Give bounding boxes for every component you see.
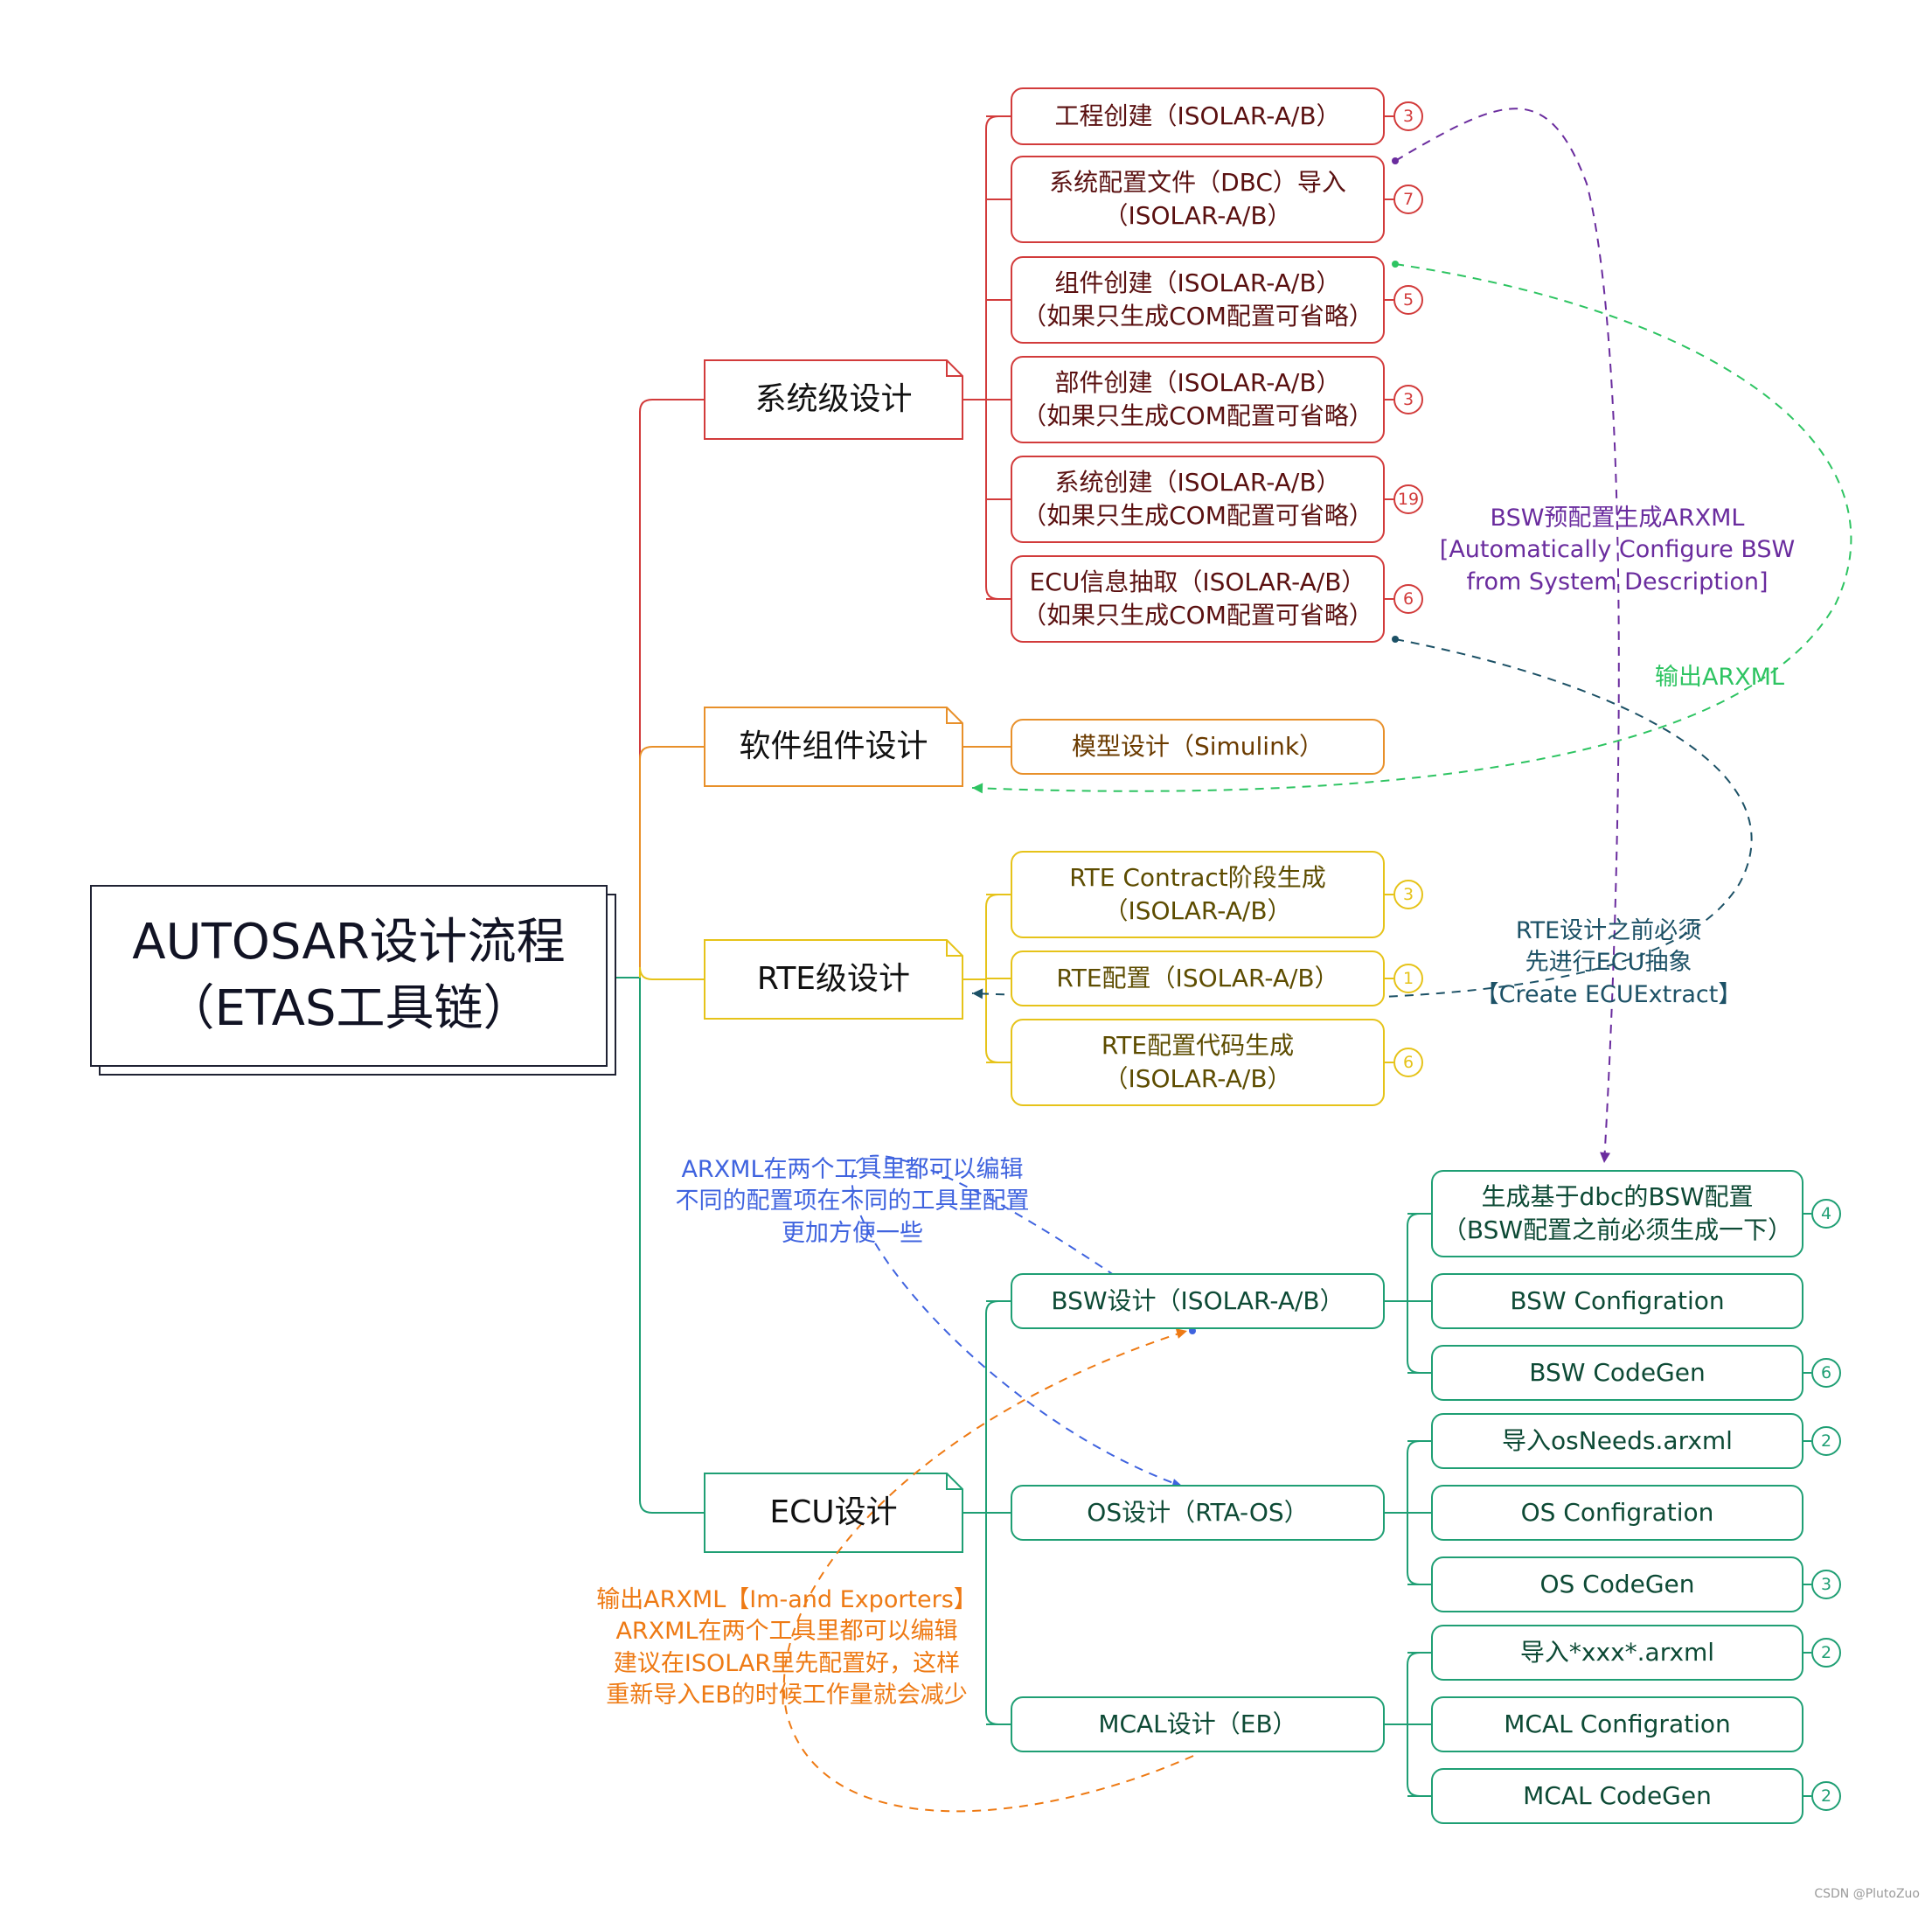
ecu-item-2-child-1[interactable]: MCAL Configration [1431,1696,1803,1752]
topic-software[interactable]: 软件组件设计 [705,707,963,786]
ecu-item-1-label: OS设计（RTA-OS） [1087,1498,1309,1528]
ecu-item-0[interactable]: BSW设计（ISOLAR-A/B） [1011,1273,1385,1329]
note-import-export: 输出ARXML【Im-and Exporters】 ARXML在两个工具里都可以… [596,1586,977,1710]
ecu-item-1-child-1[interactable]: OS Configration [1431,1485,1803,1541]
topic-software-outline [704,707,963,787]
topic-rte-outline [704,939,963,1020]
link-root-ecu [639,978,705,1514]
ecu-item-1-child-2[interactable]: OS CodeGen [1431,1556,1803,1612]
topic-ecu-fold [946,1473,963,1490]
ecu-item-1-child-1-label: OS Configration [1520,1498,1714,1528]
ecu-item-0-child-0-label: 生成基于dbc的BSW配置 （BSW配置之前必须生成一下） [1442,1182,1793,1244]
rte-item-0-label: RTE Contract阶段生成 （ISOLAR-A/B） [1069,863,1326,925]
ecu-item-2-child-0-badge[interactable]: 2 [1811,1638,1841,1668]
ecu-item-0-child-0-badge[interactable]: 4 [1811,1199,1841,1229]
rte-item-1[interactable]: RTE配置（ISOLAR-A/B） [1011,951,1385,1006]
ecu-item-0-child-0[interactable]: 生成基于dbc的BSW配置 （BSW配置之前必须生成一下） [1431,1170,1803,1257]
system-item-5-badge[interactable]: 6 [1393,584,1423,614]
system-item-4[interactable]: 系统创建（ISOLAR-A/B） （如果只生成COM配置可省略） [1011,456,1385,543]
rel-bsw-to-os [851,1154,1193,1487]
system-item-2-badge[interactable]: 5 [1393,285,1423,315]
ecu-item-2-child-0-label: 导入*xxx*.arxml [1519,1638,1715,1668]
watermark: CSDN @PlutoZuo [1814,1887,1920,1901]
system-item-0-label: 工程创建（ISOLAR-A/B） [1054,101,1341,131]
ecu-item-2-child-2-badge[interactable]: 2 [1811,1781,1841,1811]
topic-system-label: 系统级设计 [754,380,913,417]
system-item-3[interactable]: 部件创建（ISOLAR-A/B） （如果只生成COM配置可省略） [1011,356,1385,443]
system-item-1-badge[interactable]: 7 [1393,185,1423,214]
rte-item-0-badge[interactable]: 3 [1393,880,1423,909]
topic-ecu-label: ECU设计 [769,1494,898,1530]
system-item-5-label: ECU信息抽取（ISOLAR-A/B） （如果只生成COM配置可省略） [1022,568,1373,630]
ecu-item-1-child-0-label: 导入osNeeds.arxml [1502,1426,1733,1456]
ecu-item-2-child-0[interactable]: 导入*xxx*.arxml [1431,1625,1803,1681]
rel-component-to-model-arrow [972,783,983,794]
topic-software-label: 软件组件设计 [739,728,928,764]
link-ecu-item-0-spine [1407,1213,1421,1374]
ecu-item-1-child-2-label: OS CodeGen [1539,1570,1695,1599]
rel-mcal-to-bsw-arrow [1175,1328,1187,1339]
system-item-5[interactable]: ECU信息抽取（ISOLAR-A/B） （如果只生成COM配置可省略） [1011,555,1385,643]
ecu-item-1[interactable]: OS设计（RTA-OS） [1011,1485,1385,1541]
rte-item-2[interactable]: RTE配置代码生成 （ISOLAR-A/B） [1011,1019,1385,1106]
note-arxml-editable: ARXML在两个工具里都可以编辑 不同的配置项在不同的工具里配置 更加方便一些 [675,1156,1030,1247]
topic-rte[interactable]: RTE级设计 [705,940,963,1019]
rte-item-1-badge[interactable]: 1 [1393,964,1423,993]
rte-item-1-label: RTE配置（ISOLAR-A/B） [1056,964,1339,993]
topic-rte-label: RTE级设计 [756,960,911,997]
rel-ecu-extract-to-rte-arrow [972,988,983,999]
software-item-0-label: 模型设计（Simulink） [1071,732,1324,762]
rel-component-to-model [971,263,1852,792]
topic-software-fold [946,707,963,724]
rte-item-2-label: RTE配置代码生成 （ISOLAR-A/B） [1101,1031,1295,1093]
ecu-item-1-child-0-badge[interactable]: 2 [1811,1426,1841,1456]
ecu-item-0-child-2[interactable]: BSW CodeGen [1431,1345,1803,1401]
root-title: AUTOSAR设计流程 （ETAS工具链） [132,914,566,1037]
link-root-system [639,399,705,978]
ecu-item-0-child-2-badge[interactable]: 6 [1811,1358,1841,1388]
ecu-item-1-child-0[interactable]: 导入osNeeds.arxml [1431,1413,1803,1469]
ecu-item-0-label: BSW设计（ISOLAR-A/B） [1051,1286,1345,1316]
system-item-2[interactable]: 组件创建（ISOLAR-A/B） （如果只生成COM配置可省略） [1011,256,1385,344]
topic-system[interactable]: 系统级设计 [705,360,963,439]
note-output-arxml: 输出ARXML [1654,664,1785,691]
software-item-0[interactable]: 模型设计（Simulink） [1011,719,1385,775]
rel-dbc-to-bsw [1394,108,1620,1164]
topic-rte-fold [946,940,963,957]
rel-dbc-to-bsw-arrow [1600,1152,1611,1163]
ecu-item-0-child-1-label: BSW Configration [1510,1286,1725,1316]
rel-mcal-to-bsw [782,1330,1194,1813]
system-item-2-label: 组件创建（ISOLAR-A/B） （如果只生成COM配置可省略） [1022,268,1373,331]
note-rte-before-ecu-extract: RTE设计之前必须 先进行ECU抽象 【Create ECUExtract】 [1475,917,1742,1008]
topic-system-outline [704,359,963,440]
system-item-4-label: 系统创建（ISOLAR-A/B） （如果只生成COM配置可省略） [1022,468,1373,530]
root-topic[interactable]: AUTOSAR设计流程 （ETAS工具链） [90,885,608,1067]
rte-item-0[interactable]: RTE Contract阶段生成 （ISOLAR-A/B） [1011,851,1385,938]
system-item-3-badge[interactable]: 3 [1393,385,1423,414]
link-root-rte [639,966,705,980]
system-item-3-label: 部件创建（ISOLAR-A/B） （如果只生成COM配置可省略） [1022,368,1373,430]
ecu-item-2-child-2-label: MCAL CodeGen [1523,1781,1712,1811]
ecu-item-2[interactable]: MCAL设计（EB） [1011,1696,1385,1752]
system-item-1[interactable]: 系统配置文件（DBC）导入 （ISOLAR-A/B） [1011,156,1385,243]
rte-item-2-badge[interactable]: 6 [1393,1048,1423,1077]
ecu-item-2-label: MCAL设计（EB） [1098,1710,1297,1739]
link-system-spine [985,115,999,600]
ecu-item-0-child-1[interactable]: BSW Configration [1431,1273,1803,1329]
ecu-item-0-child-2-label: BSW CodeGen [1529,1358,1706,1388]
topic-ecu[interactable]: ECU设计 [705,1473,963,1552]
topic-ecu-outline [704,1473,963,1553]
note-bsw-preconfig: BSW预配置生成ARXML [Automatically Configure B… [1439,505,1796,595]
system-item-0[interactable]: 工程创建（ISOLAR-A/B） [1011,87,1385,145]
ecu-item-2-child-1-label: MCAL Configration [1504,1710,1731,1739]
topic-system-fold [946,360,963,377]
ecu-item-1-child-2-badge[interactable]: 3 [1811,1570,1841,1599]
link-root-software [639,746,705,978]
system-item-4-badge[interactable]: 19 [1393,484,1423,514]
system-item-1-label: 系统配置文件（DBC）导入 （ISOLAR-A/B） [1049,168,1346,230]
ecu-item-2-child-2[interactable]: MCAL CodeGen [1431,1768,1803,1824]
system-item-0-badge[interactable]: 3 [1393,101,1423,131]
